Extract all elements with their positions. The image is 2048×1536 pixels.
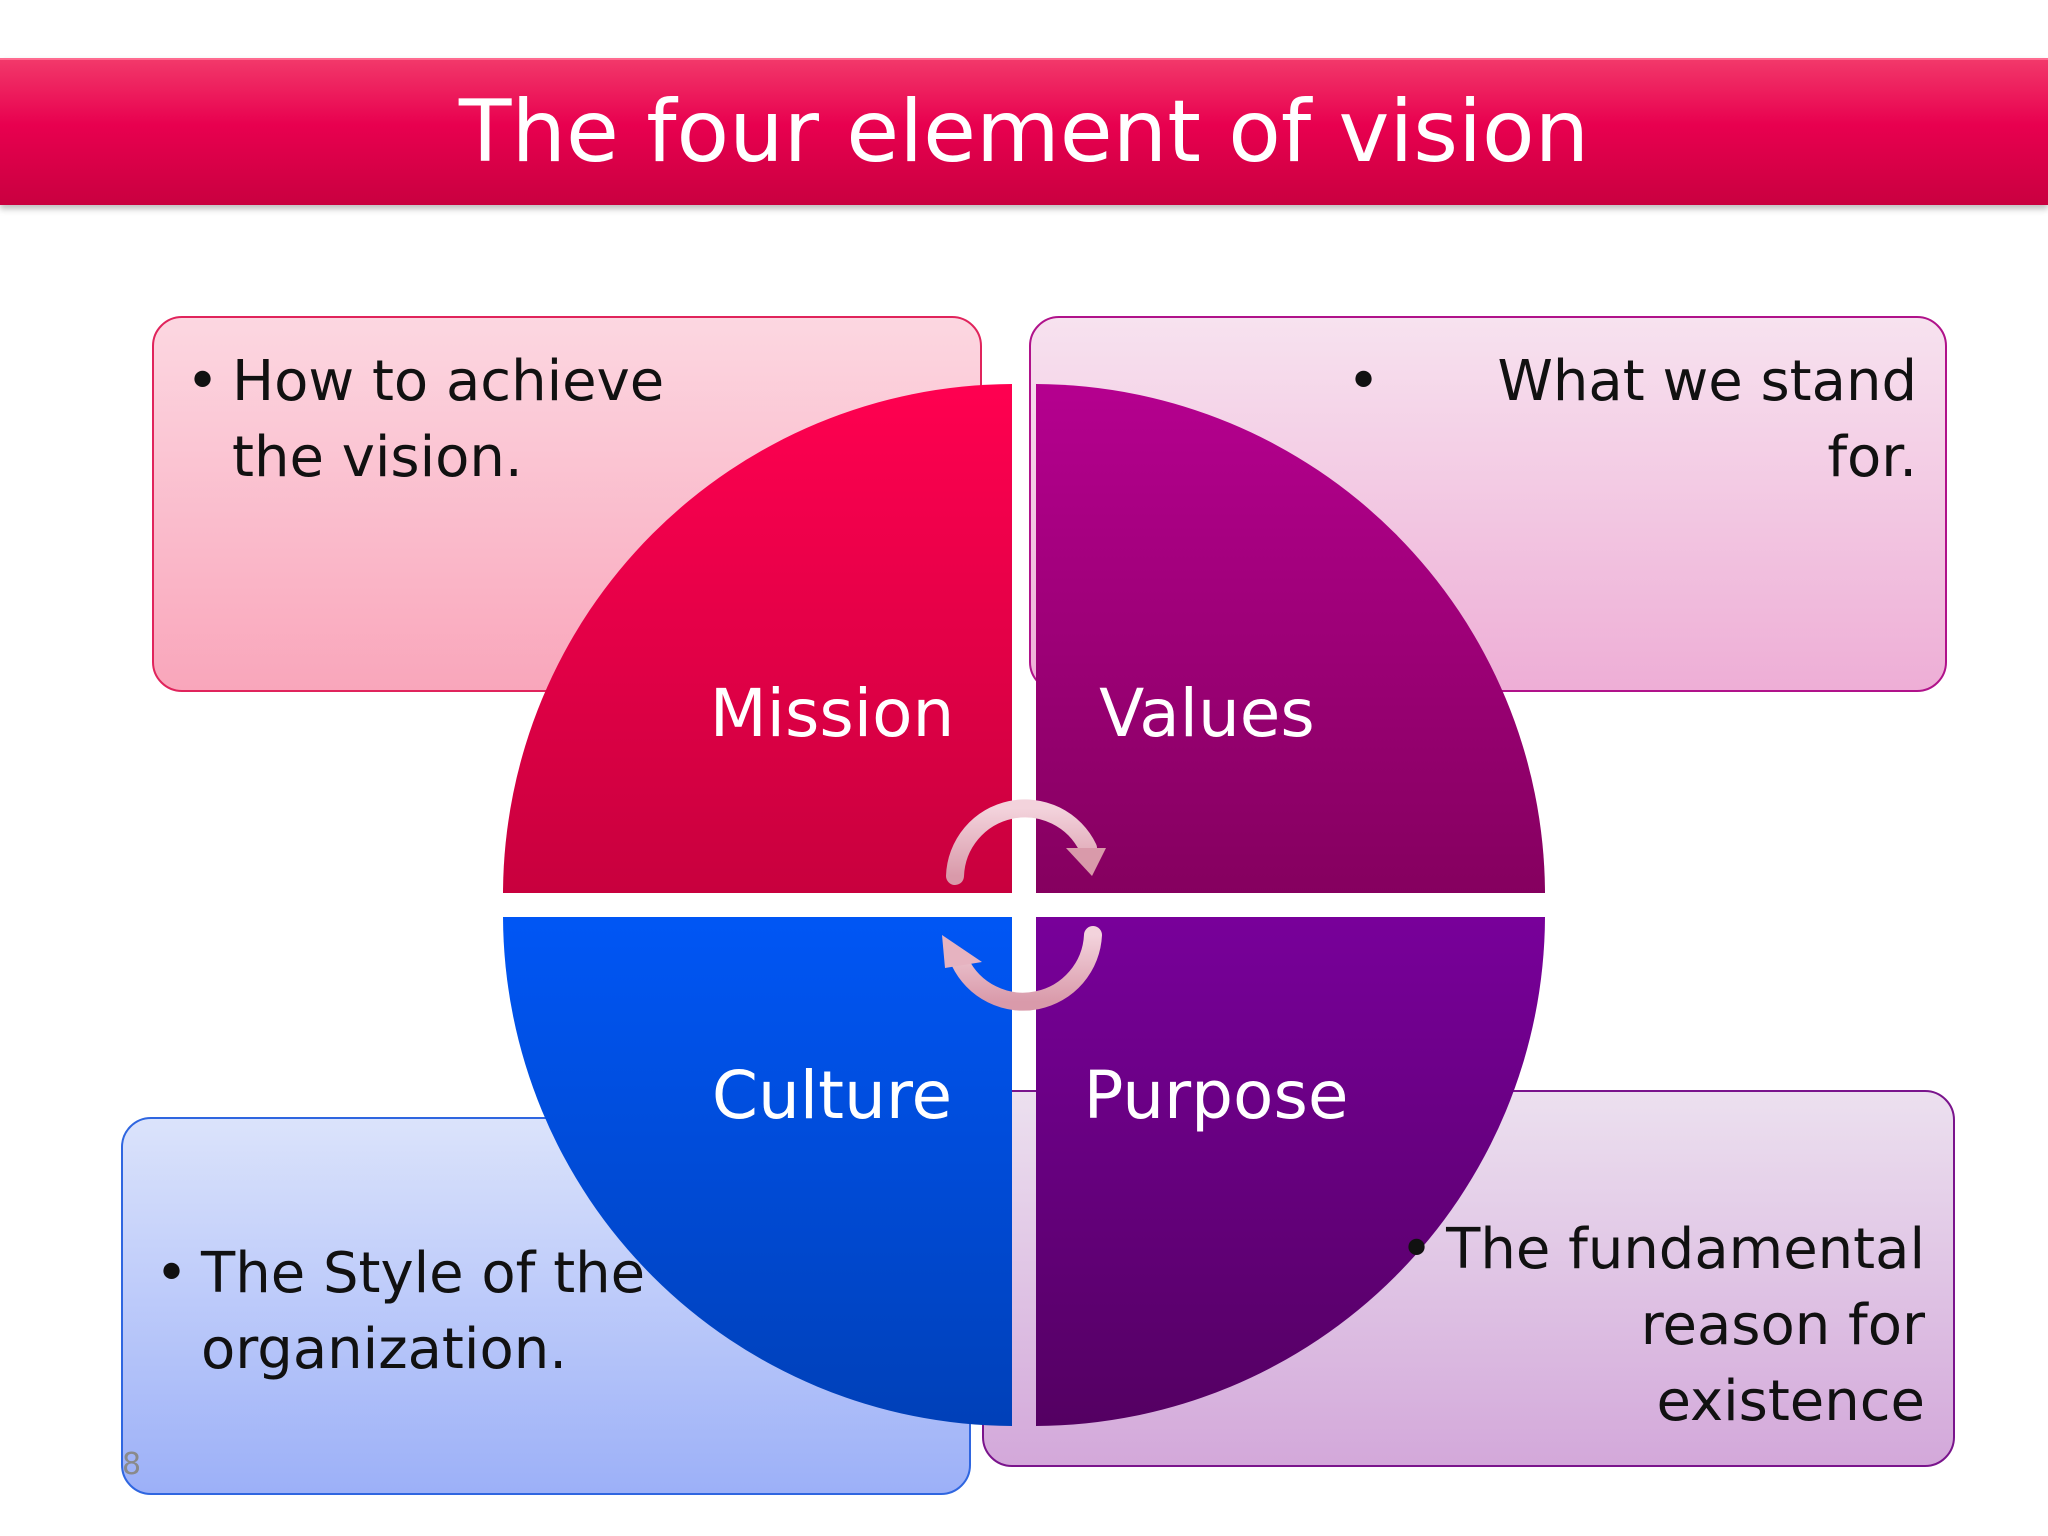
title-bar: The four element of vision <box>0 58 2048 205</box>
purpose-label: Purpose <box>1084 1057 1349 1134</box>
mission-quadrant <box>503 384 1012 893</box>
mission-label: Mission <box>710 675 955 752</box>
culture-label: Culture <box>712 1057 952 1134</box>
slide-title: The four element of vision <box>458 82 1590 182</box>
bullet-icon: • <box>1400 1217 1434 1282</box>
purpose-description: • The fundamental reason for existence <box>1360 1212 1925 1440</box>
mission-description: • How to achieve the vision. <box>186 344 746 496</box>
culture-description: • The Style of the organization. <box>155 1236 715 1388</box>
bullet-icon: • <box>1347 349 1381 414</box>
circular-arrows-icon <box>942 799 1106 1011</box>
values-label: Values <box>1099 675 1315 752</box>
purpose-description-text: The fundamental reason for existence <box>1446 1217 1925 1434</box>
purpose-quadrant <box>1036 917 1545 1426</box>
values-description: • What we stand for. <box>1347 344 1917 496</box>
slide-number: 8 <box>122 1447 142 1482</box>
bullet-icon: • <box>186 349 220 414</box>
culture-quadrant <box>503 917 1012 1426</box>
culture-description-text: The Style of the organization. <box>201 1241 646 1382</box>
values-description-text: What we stand for. <box>1497 349 1917 490</box>
bullet-icon: • <box>155 1241 189 1306</box>
values-quadrant <box>1036 384 1545 893</box>
mission-description-text: How to achieve the vision. <box>232 349 665 490</box>
